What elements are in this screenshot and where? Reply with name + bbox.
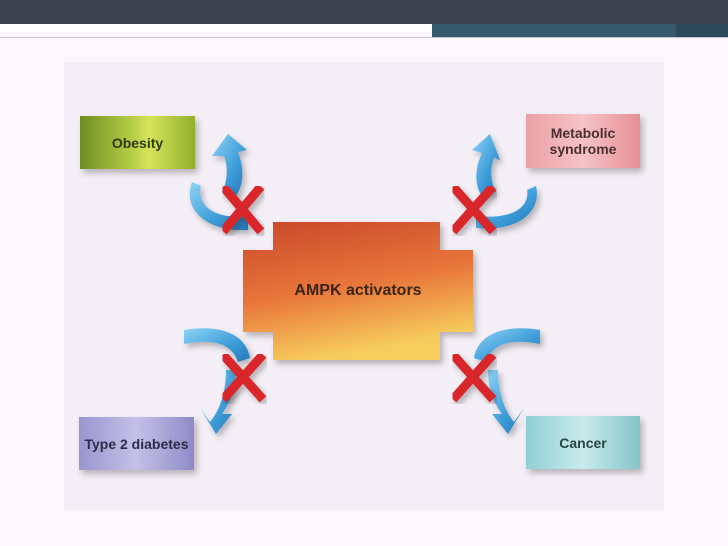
header-accent-strip [432, 24, 728, 38]
block-mark-top-right [449, 183, 497, 235]
center-node: AMPK activators [243, 222, 473, 360]
target-cancer: Cancer [526, 416, 640, 469]
header-accent-strip-end [676, 24, 728, 38]
block-mark-bottom-right [449, 351, 497, 403]
header-divider [0, 37, 728, 38]
block-mark-bottom-left [219, 351, 267, 403]
arrow-bottom-left [184, 328, 250, 434]
center-label: AMPK activators [294, 282, 422, 299]
arrow-top-right [472, 134, 537, 229]
block-mark-top-left [219, 183, 265, 235]
slide-header-bar [0, 0, 728, 24]
target-type-2-diabetes: Type 2 diabetes [79, 417, 194, 470]
target-obesity: Obesity [80, 116, 195, 169]
arrow-bottom-right [474, 328, 540, 434]
header-strip [0, 24, 432, 32]
center-block [243, 222, 473, 360]
target-metabolic-syndrome: Metabolic syndrome [526, 114, 640, 168]
